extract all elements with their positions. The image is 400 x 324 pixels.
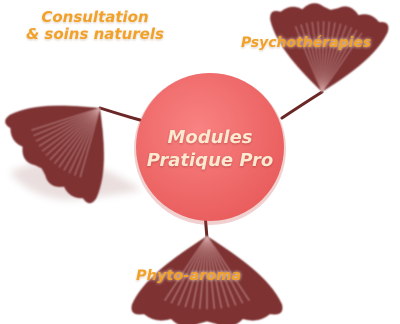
- ginkgo-leaf-icon: [131, 235, 283, 324]
- center-hub: [134, 73, 286, 225]
- center-title: Modules Pratique Pro: [128, 79, 292, 219]
- center-title-line1: Modules: [167, 126, 253, 148]
- label-consultation: Consultation & soins naturels: [26, 8, 164, 43]
- ginkgo-leaf-icon: [5, 105, 104, 204]
- label-psychotherapies: Psychothérapies: [241, 35, 372, 51]
- center-title-line2: Pratique Pro: [146, 150, 274, 171]
- ginkgo-leaf-icon: [270, 3, 389, 93]
- label-phyto-aroma: Phyto-aroma: [136, 268, 242, 284]
